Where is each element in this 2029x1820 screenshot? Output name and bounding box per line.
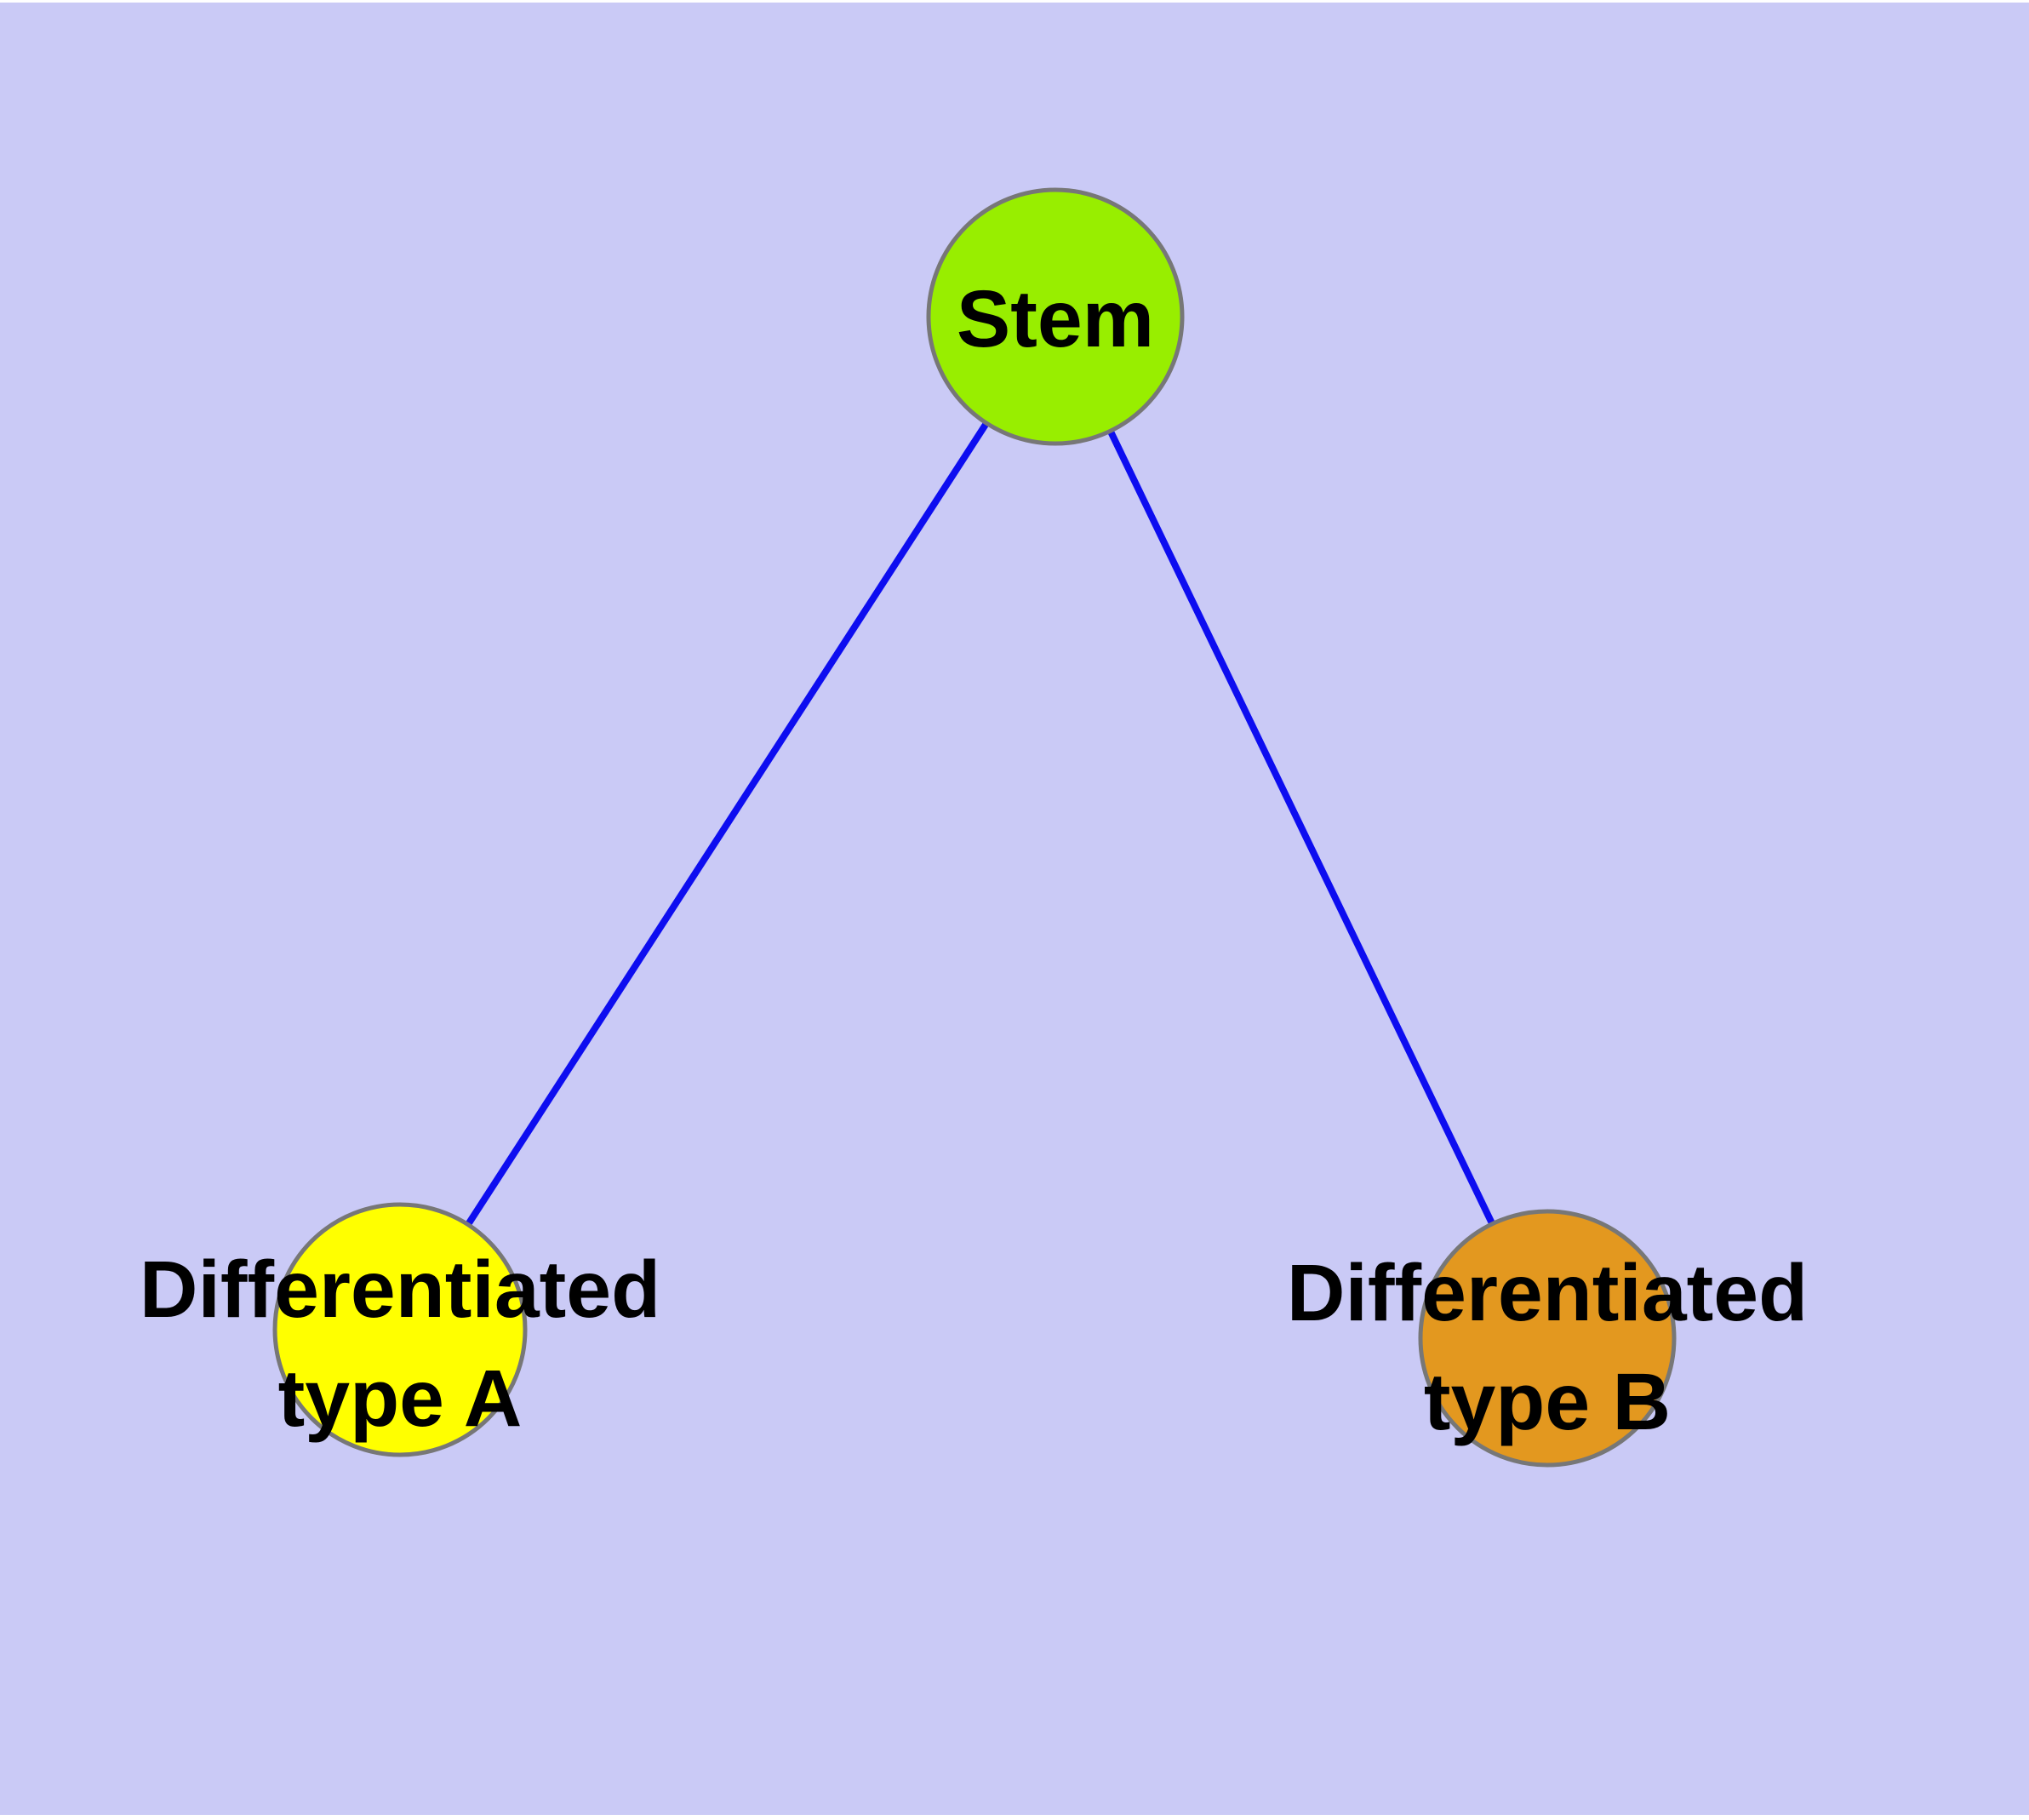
node-differentiated-type-b — [1418, 1209, 1677, 1468]
node-type-b-label-line1: Differentiated — [1287, 1248, 1808, 1338]
node-type-b-label-line2: type B — [1424, 1357, 1671, 1447]
edge-stem-to-type-b — [1052, 315, 1551, 1340]
node-stem — [926, 187, 1185, 446]
node-type-a-label-line1: Differentiated — [140, 1245, 660, 1335]
node-stem-label: Stem — [957, 274, 1154, 364]
node-type-a-label-line2: type A — [278, 1354, 523, 1444]
edge-stem-to-type-a — [397, 314, 1059, 1332]
node-differentiated-type-a — [272, 1202, 528, 1457]
